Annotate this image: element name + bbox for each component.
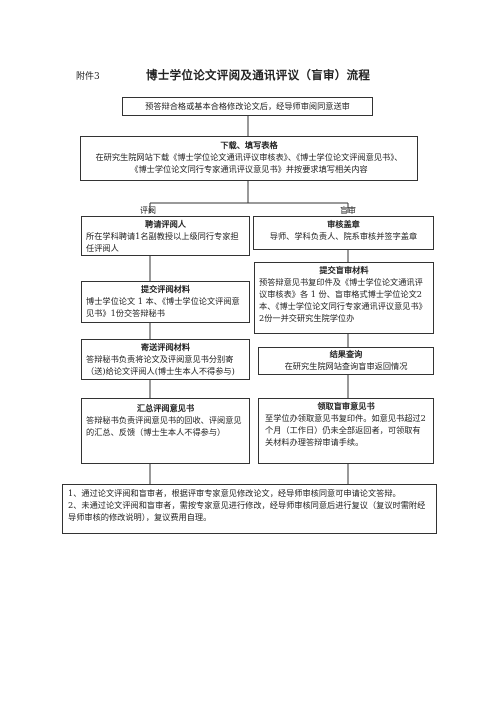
- submit-review-text: 博士学位论文 1 本、《博士学位论文评阅意见书》1份交答辩秘书: [86, 295, 240, 318]
- collect-opinions-text: 答辩秘书负责评阅意见书的回收、评阅意见的汇总、反馈（博士生本人不得参与）: [86, 414, 242, 437]
- start-step-text: 预答辩合格或基本合格修改论文后，经导师审阅同意送审: [145, 101, 350, 111]
- submit-blind-title: 提交盲审材料: [319, 265, 369, 275]
- result-query-text: 在研究生院网站查询盲审返回情况: [284, 360, 408, 371]
- result-query-title: 结果查询: [329, 349, 363, 359]
- hire-reviewer-text: 所在学科聘请1名副教授以上级同行专家担任评阅人: [86, 230, 239, 253]
- note-1: 1、通过论文评阅和盲审者，根据评审专家意见修改论文，经导师审核同意可申请论文答辩…: [68, 488, 401, 498]
- submit-blind-box: 提交盲审材料 预答辩意见书复印件及《博士学位论文通讯评议审核表》各 1 份、盲审…: [254, 262, 434, 334]
- download-step-box: 下载、填写表格 在研究生院网站下载《博士学位论文通讯评议审核表》、《博士学位论文…: [80, 136, 418, 181]
- download-step-line1: 在研究生院网站下载《博士学位论文通讯评议审核表》、《博士学位论文评阅意见书》、: [95, 151, 403, 162]
- download-step-title: 下载、填写表格: [220, 140, 278, 150]
- page-title: 博士学位论文评阅及通讯评议（盲审）流程: [146, 68, 371, 82]
- attachment-label: 附件3: [76, 72, 100, 82]
- review-seal-title: 审核盖章: [327, 219, 360, 229]
- start-step-box: 预答辩合格或基本合格修改论文后，经导师审阅同意送审: [122, 97, 373, 116]
- branch-label-blind: 盲审: [340, 206, 356, 215]
- send-materials-box: 寄送评阅材料 答辩秘书负责将论文及评阅意见书分别寄（送)给论文评阅人(博士生本人…: [81, 339, 250, 380]
- receive-blind-title: 领取盲审意见书: [317, 401, 375, 411]
- hire-reviewer-title: 聘请评阅人: [145, 219, 186, 229]
- receive-blind-box: 领取盲审意见书 至学位办领取意见书复印件。如意见书超过2个月（工作日）仍未全部返…: [258, 398, 434, 464]
- notes-box: 1、通过论文评阅和盲审者，根据评审专家意见修改论文，经导师审核同意可申请论文答辩…: [62, 484, 437, 534]
- review-seal-text: 导师、学科负责人、院系审核并签字盖章: [269, 230, 418, 241]
- collect-opinions-box: 汇总评阅意见书 答辩秘书负责评阅意见书的回收、评阅意见的汇总、反馈（博士生本人不…: [81, 398, 250, 464]
- hire-reviewer-box: 聘请评阅人 所在学科聘请1名副教授以上级同行专家担任评阅人: [81, 216, 250, 256]
- submit-review-box: 提交评阅材料 博士学位论文 1 本、《博士学位论文评阅意见书》1份交答辩秘书: [81, 281, 250, 323]
- receive-blind-text: 至学位办领取意见书复印件。如意见书超过2个月（工作日）仍未全部返回者，可领取有关…: [265, 412, 426, 447]
- collect-opinions-title: 汇总评阅意见书: [136, 403, 195, 413]
- note-2: 2、未通过论文评阅和盲审者，需按专家意见进行修改，经导师审核同意后进行复议（复议…: [68, 499, 426, 522]
- send-materials-text: 答辩秘书负责将论文及评阅意见书分别寄（送)给论文评阅人(博士生本人不得参与): [86, 353, 235, 376]
- download-step-line2: 《博士学位论文同行专家通讯评议意见书》并按要求填写相关内容: [130, 163, 368, 174]
- branch-label-review: 评阅: [140, 206, 156, 215]
- submit-review-title: 提交评阅材料: [140, 284, 191, 294]
- submit-blind-text: 预答辩意见书复印件及《博士学位论文通讯评议审核表》各 1 份、盲审格式博士学位论…: [259, 276, 427, 323]
- result-query-box: 结果查询 在研究生院网站查询盲审返回情况: [258, 347, 434, 375]
- review-seal-box: 审核盖章 导师、学科负责人、院系审核并签字盖章: [253, 216, 434, 250]
- send-materials-title: 寄送评阅材料: [140, 342, 191, 352]
